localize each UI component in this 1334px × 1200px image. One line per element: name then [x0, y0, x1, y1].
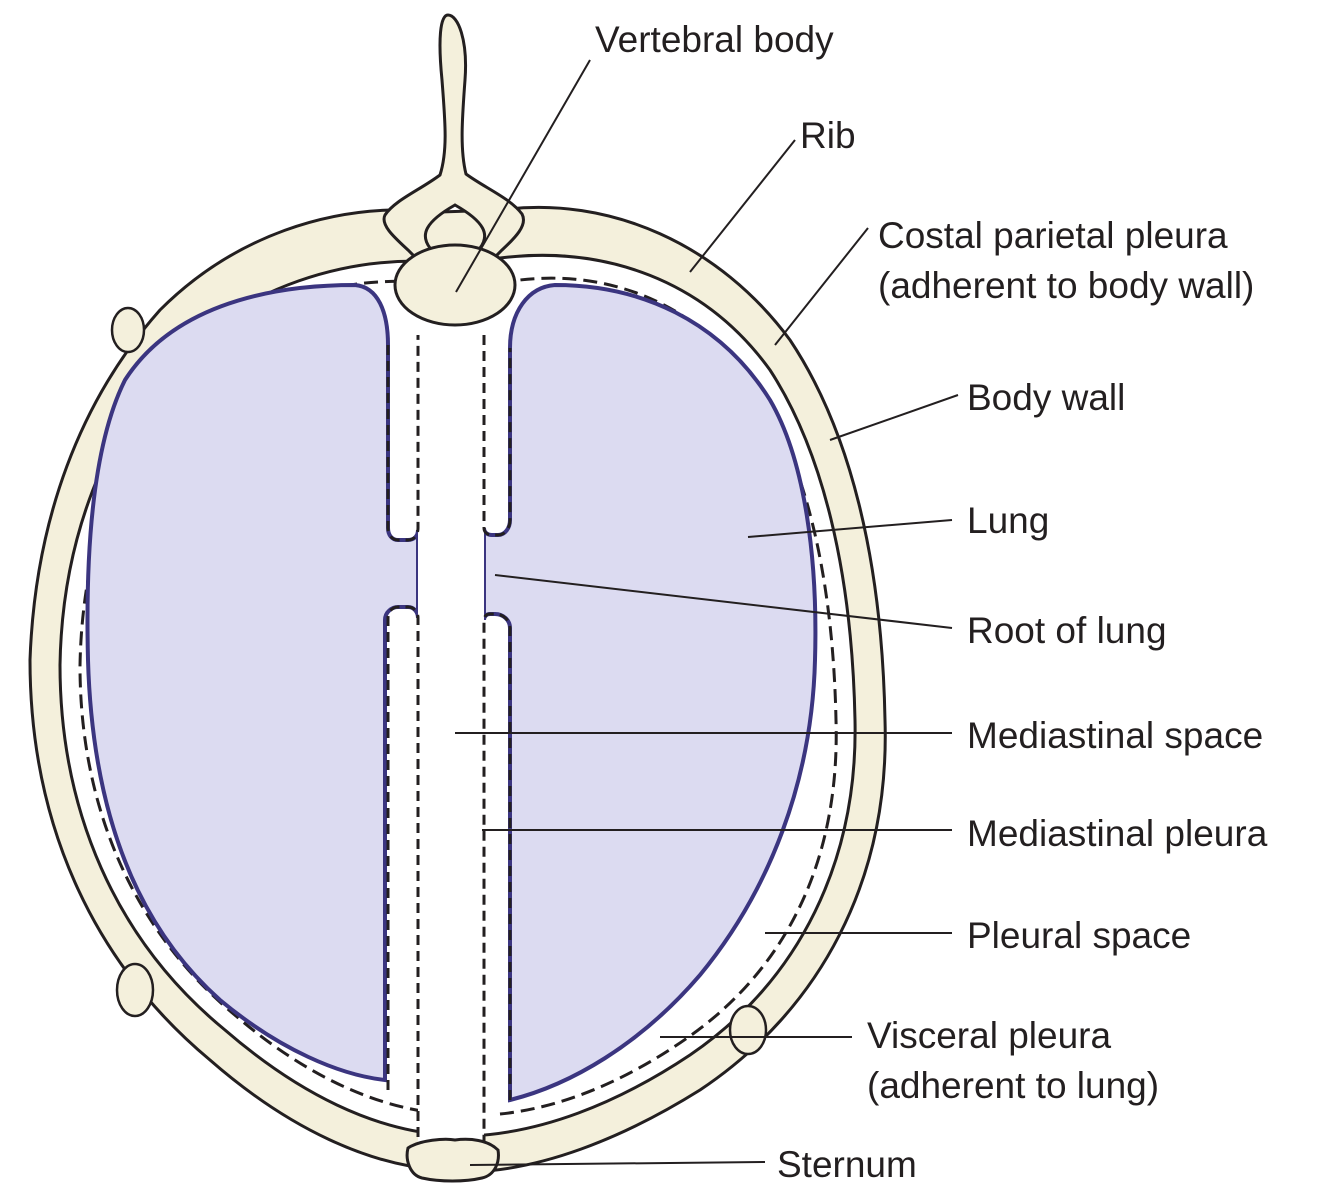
label-sternum: Sternum	[777, 1144, 917, 1185]
leader-costal-parietal-pleura	[774, 227, 869, 346]
rib-bump-right	[728, 1004, 768, 1056]
label-body-wall: Body wall	[967, 377, 1125, 418]
leader-root-of-lung	[494, 574, 953, 629]
label-costal-parietal-pleura-1: Costal parietal pleura	[878, 215, 1228, 256]
label-lung: Lung	[967, 500, 1049, 541]
spinous-process	[382, 13, 525, 265]
leader-rib	[689, 139, 796, 273]
label-visceral-pleura-1: Visceral pleura	[867, 1015, 1111, 1056]
label-visceral-pleura-2: (adherent to lung)	[867, 1065, 1159, 1106]
vertebral-body-shape	[393, 243, 517, 327]
label-rib: Rib	[800, 115, 856, 156]
mediastinal-pleura-lower-right	[482, 612, 512, 1148]
sternum-bone	[405, 1137, 500, 1183]
label-vertebral-body: Vertebral body	[595, 19, 834, 60]
costal-parietal-pleura-line	[78, 276, 838, 1116]
mediastinal-pleura-upper-right	[482, 335, 512, 537]
labels: Vertebral body Rib Costal parietal pleur…	[595, 19, 1268, 1185]
leader-sternum	[469, 1161, 766, 1166]
label-costal-parietal-pleura-2: (adherent to body wall)	[878, 265, 1254, 306]
label-pleural-space: Pleural space	[967, 915, 1191, 956]
mediastinal-space-column	[418, 330, 484, 1145]
leader-vertebral-body	[455, 59, 591, 293]
rib-bump-left	[115, 962, 155, 1018]
mediastinum	[386, 330, 512, 1148]
vertebra	[382, 13, 525, 327]
label-mediastinal-space: Mediastinal space	[967, 715, 1263, 756]
leader-lung	[747, 519, 953, 538]
leader-body-wall	[829, 394, 959, 441]
label-root-of-lung: Root of lung	[967, 610, 1167, 651]
rib-bump-upper-left	[110, 306, 146, 354]
label-mediastinal-pleura: Mediastinal pleura	[967, 813, 1268, 854]
sternum-shape	[405, 1137, 500, 1183]
leader-lines	[455, 59, 959, 1166]
